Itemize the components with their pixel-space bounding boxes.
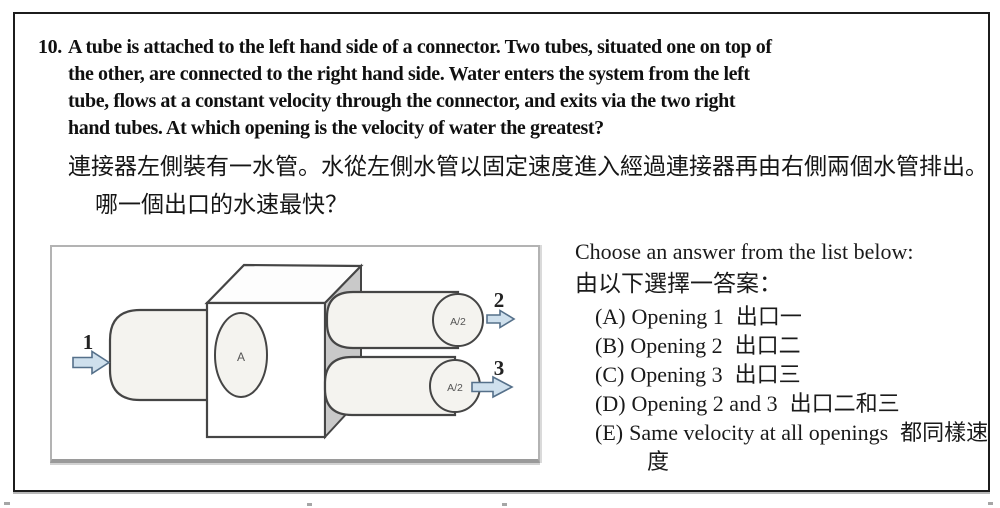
question-text-line-4: hand tubes. At which opening is the velo… bbox=[68, 117, 604, 139]
option-a-text-zh: 出口一 bbox=[735, 304, 802, 329]
scan-artifact-mark bbox=[307, 503, 312, 506]
answer-heading-zh: 由以下選擇一答案： bbox=[575, 270, 782, 296]
option-d: (D)Opening 2 and 3 出口二和三 bbox=[595, 389, 995, 418]
option-a-letter: (A) bbox=[595, 304, 626, 329]
option-a: (A)Opening 1 出口一 bbox=[595, 302, 995, 331]
option-e-text-zh: 都同樣速度 bbox=[647, 420, 989, 474]
outlet-area-label-top: A/2 bbox=[450, 316, 466, 328]
option-d-text-en: Opening 2 and 3 bbox=[631, 391, 778, 416]
tube-connector-diagram: A A/2 A/2 1 2 3 bbox=[72, 263, 516, 440]
outlet-tube-bottom bbox=[323, 355, 457, 417]
option-e-text-en: Same velocity at all openings bbox=[629, 420, 889, 445]
outlet-area-label-bottom: A/2 bbox=[447, 382, 463, 394]
answer-heading-en: Choose an answer from the list below: bbox=[575, 239, 914, 264]
option-d-text-zh: 出口二和三 bbox=[789, 391, 900, 416]
option-e-letter: (E) bbox=[595, 420, 624, 445]
question-text-line-1: A tube is attached to the left hand side… bbox=[68, 36, 772, 58]
answer-options-list: (A)Opening 1 出口一 (B)Opening 2 出口二 (C)Openi… bbox=[595, 302, 995, 476]
option-a-text-en: Opening 1 bbox=[631, 304, 724, 329]
option-b-letter: (B) bbox=[595, 333, 625, 358]
option-b: (B)Opening 2 出口二 bbox=[595, 331, 995, 360]
option-b-text-en: Opening 2 bbox=[630, 333, 723, 358]
outlet-top-flow-arrow-icon bbox=[486, 309, 516, 329]
question-text-zh-1: 連接器左側裝有一水管。水從左側水管以固定速度進入經過連接器再由右側兩個水管排出。 bbox=[68, 153, 988, 179]
scan-artifact-mark bbox=[4, 502, 10, 505]
scan-artifact-mark bbox=[502, 503, 507, 506]
option-b-text-zh: 出口二 bbox=[734, 333, 801, 358]
inlet-number-label: 1 bbox=[83, 330, 94, 354]
scan-artifact-mark bbox=[988, 502, 993, 505]
inlet-area-label: A bbox=[237, 350, 245, 364]
inlet-cross-section bbox=[214, 312, 268, 398]
outlet-bottom-number-label: 3 bbox=[494, 356, 505, 380]
question-text-line-3: tube, flows at a constant velocity throu… bbox=[68, 90, 736, 112]
question-text-line-2: the other, are connected to the right ha… bbox=[68, 63, 750, 85]
question-number: 10. bbox=[38, 36, 62, 58]
diagram-panel: A A/2 A/2 1 2 3 bbox=[50, 245, 540, 463]
option-c-text-zh: 出口三 bbox=[734, 362, 801, 387]
outlet-top-cross-section bbox=[432, 293, 484, 347]
question-text-zh-2: 哪一個出口的水速最快？ bbox=[95, 191, 348, 217]
option-c-letter: (C) bbox=[595, 362, 625, 387]
outlet-tube-top bbox=[325, 290, 460, 350]
option-d-letter: (D) bbox=[595, 391, 626, 416]
option-c-text-en: Opening 3 bbox=[630, 362, 723, 387]
inlet-flow-arrow-icon bbox=[72, 350, 111, 375]
option-c: (C)Opening 3 出口三 bbox=[595, 360, 995, 389]
outlet-bottom-flow-arrow-icon bbox=[471, 375, 514, 399]
outlet-top-number-label: 2 bbox=[494, 288, 505, 312]
